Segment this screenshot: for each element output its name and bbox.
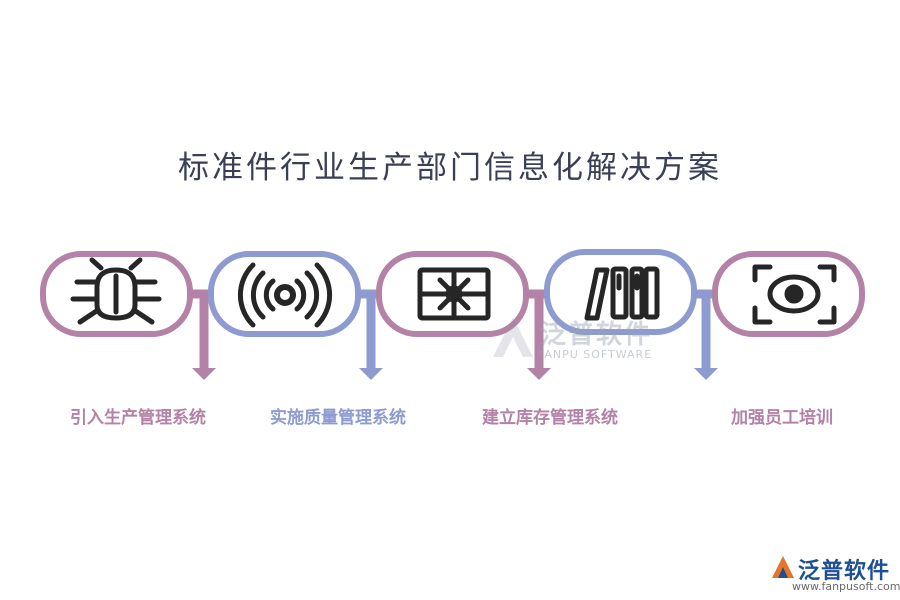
pill-2 — [208, 251, 361, 337]
bug-icon — [70, 257, 162, 325]
page-title: 标准件行业生产部门信息化解决方案 — [178, 150, 722, 186]
arrow-3 — [527, 368, 551, 380]
step-label-2: 实施质量管理系统 — [270, 408, 406, 428]
step-label-3: 建立库存管理系统 — [482, 408, 618, 428]
books-icon — [584, 266, 660, 321]
arrow-2 — [359, 368, 383, 380]
arrow-1 — [192, 368, 216, 380]
watermark-text: 泛普软件 — [540, 320, 653, 350]
scan-eye-icon — [752, 264, 837, 325]
brand-name: 泛普软件 — [798, 559, 891, 584]
step-label-5: 加强员工培训 — [731, 408, 833, 428]
step-label-1: 引入生产管理系统 — [70, 408, 206, 428]
brand-logo-icon — [772, 556, 794, 578]
watermark-logo-icon — [493, 317, 533, 357]
signal-icon — [237, 262, 333, 328]
gift-box-icon — [417, 267, 491, 321]
arrow-4 — [694, 368, 718, 380]
watermark-subtext: FANPU SOFTWARE — [538, 348, 653, 361]
brand-url: www.fanpusoft.com — [792, 580, 900, 593]
